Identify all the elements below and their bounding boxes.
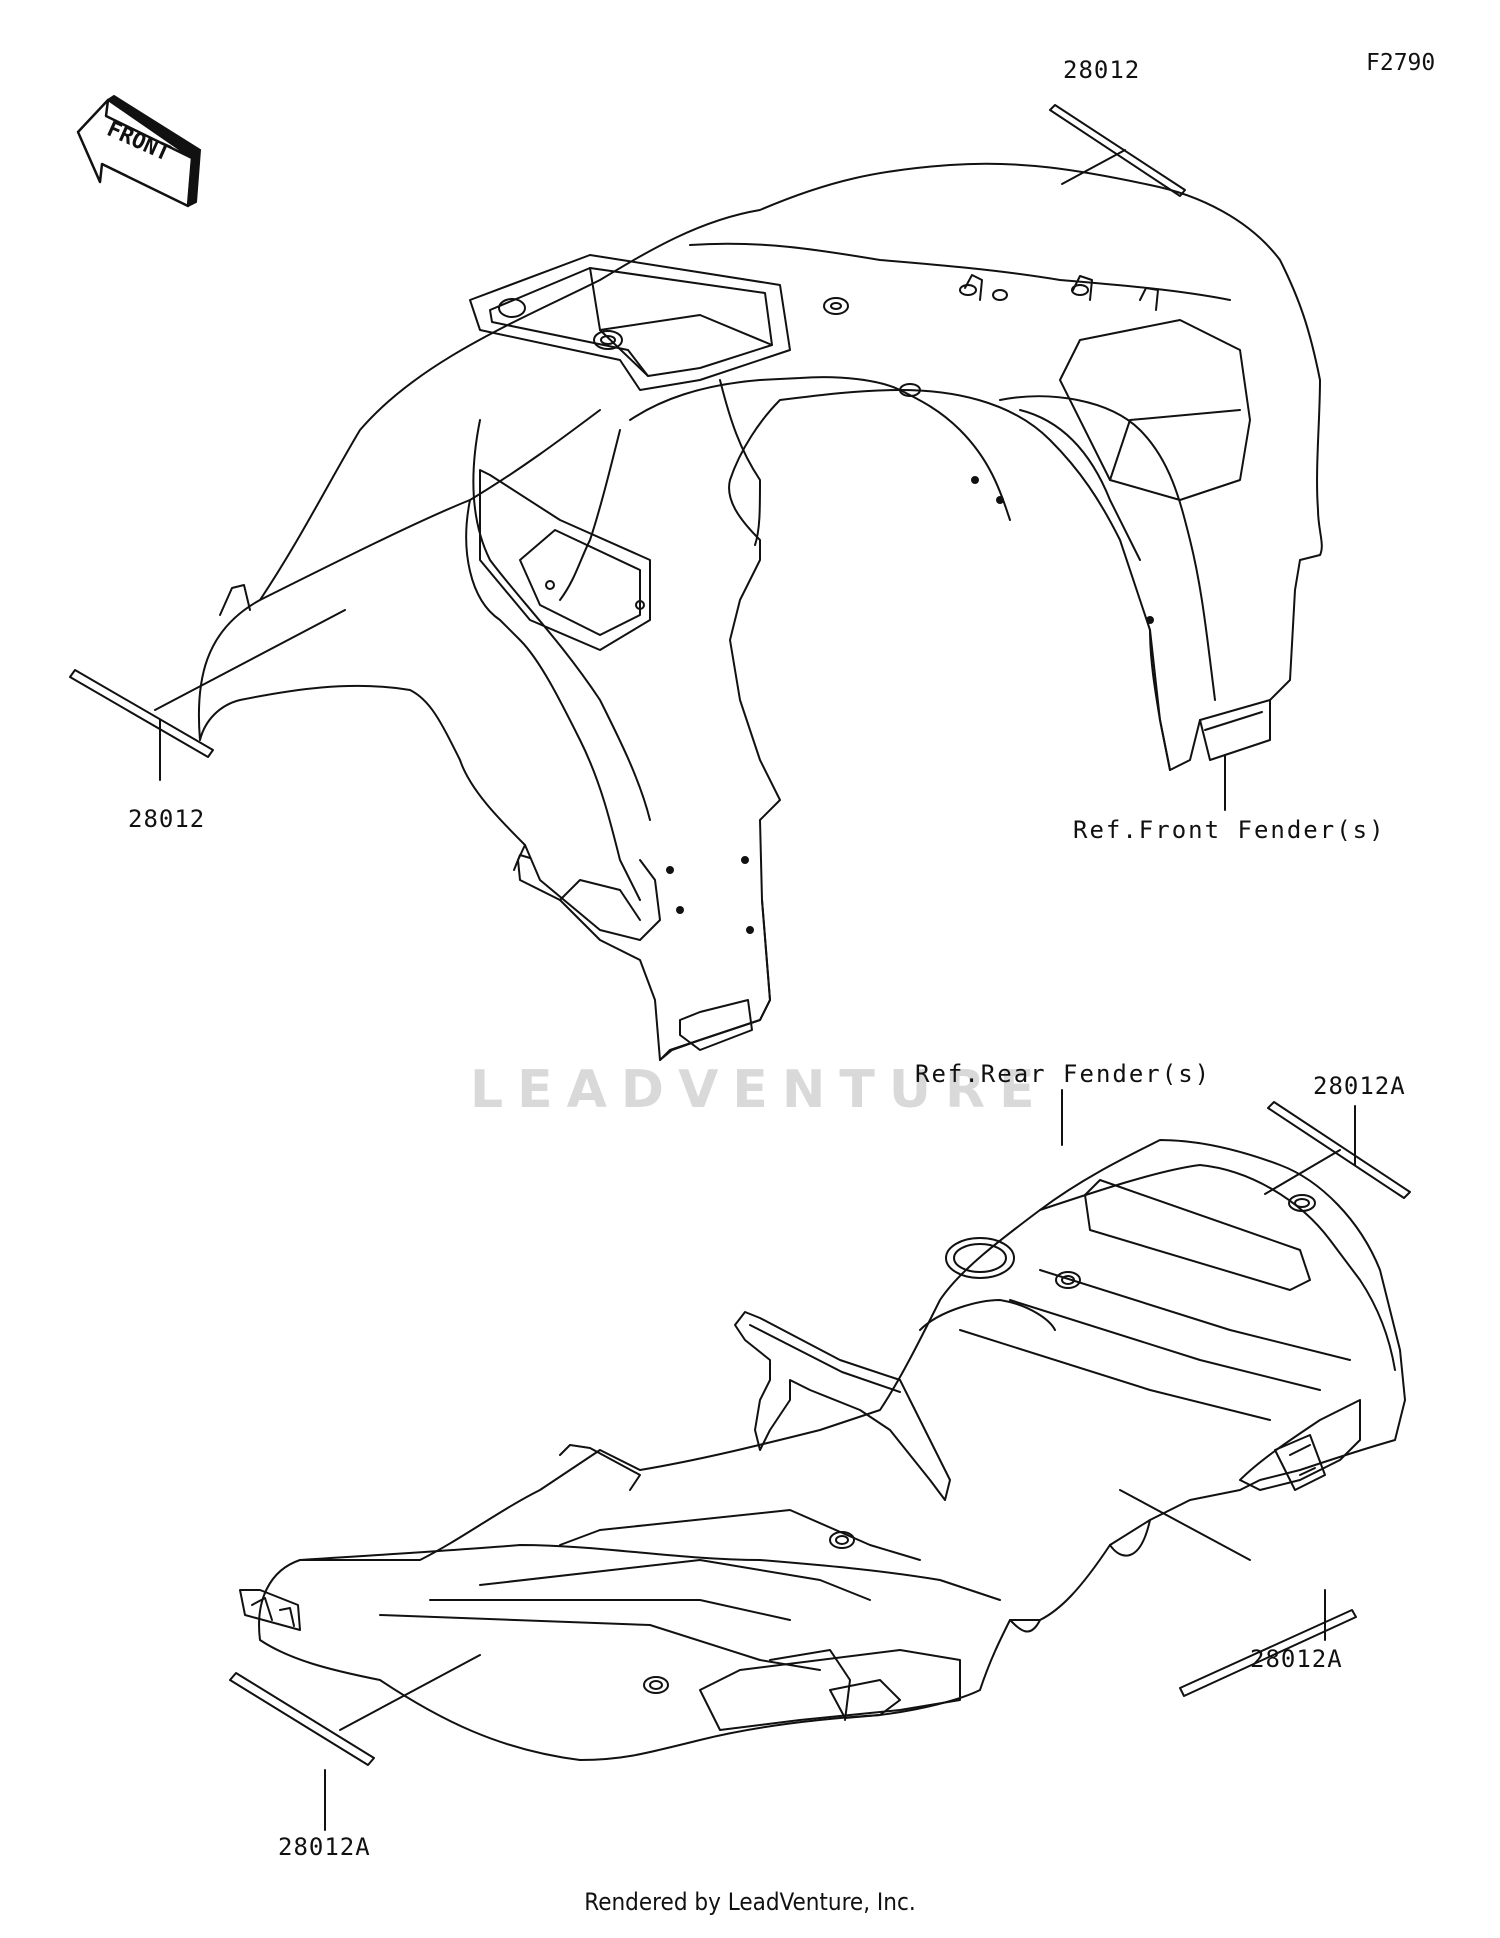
front-arrow-icon: FRONT: [76, 95, 201, 208]
decal-28012-left: [69, 669, 214, 758]
callout-rear-right[interactable]: 28012A: [1250, 1645, 1343, 1673]
decal-28012-top: [1049, 104, 1186, 197]
footer-credit: Rendered by LeadVenture, Inc.: [584, 1888, 916, 1916]
callout-rear-top-right[interactable]: 28012A: [1313, 1072, 1406, 1100]
rear-fender: [239, 1139, 1406, 1761]
decal-28012A-top-right: [1267, 1101, 1411, 1199]
callout-front-left[interactable]: 28012: [128, 805, 206, 833]
front-leaders: [154, 149, 1226, 811]
callout-front-top[interactable]: 28012: [1063, 56, 1141, 84]
rear-leaders: [324, 1089, 1356, 1831]
decal-28012A-left: [229, 1672, 375, 1766]
callout-rear-left[interactable]: 28012A: [278, 1833, 371, 1861]
figure-code: F2790: [1366, 50, 1436, 76]
ref-front-fender[interactable]: Ref.Front Fender(s): [1073, 816, 1386, 844]
watermark: LEADVENTURE: [470, 1060, 1049, 1120]
decal-28012A-right: [1179, 1609, 1357, 1697]
front-fender: [197, 162, 1323, 1061]
ref-rear-fender[interactable]: Ref.Rear Fender(s): [915, 1060, 1212, 1088]
